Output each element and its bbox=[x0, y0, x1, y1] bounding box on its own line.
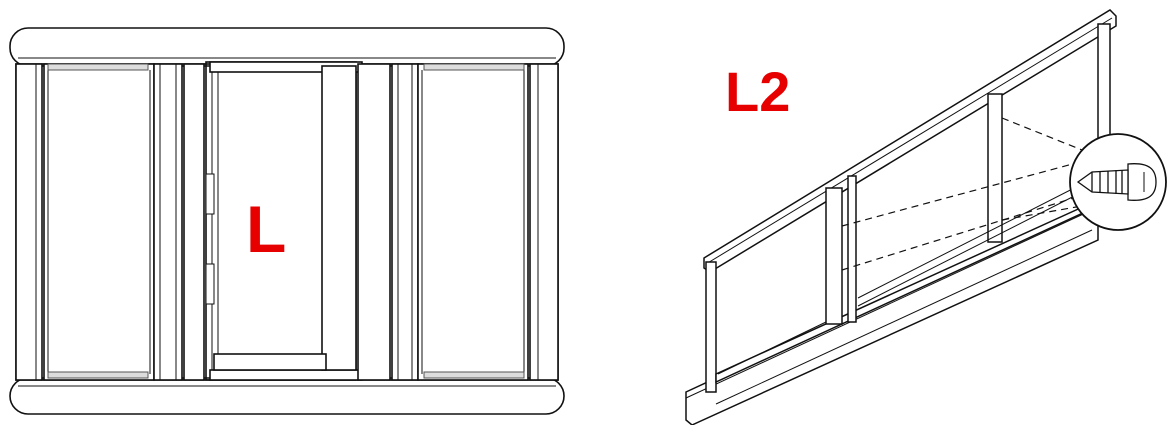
iso-left-post bbox=[705, 261, 717, 393]
right-stile bbox=[357, 63, 391, 381]
iso-top-rail bbox=[703, 9, 1117, 273]
leader-lines bbox=[841, 117, 1083, 271]
iso-mullion-1 bbox=[825, 187, 843, 325]
screw-detail bbox=[1069, 133, 1167, 231]
iso-mullion-2 bbox=[987, 93, 1003, 243]
left-panel bbox=[43, 63, 155, 381]
front-view-label: L bbox=[246, 192, 287, 266]
bottom-rail bbox=[9, 377, 565, 415]
top-rail bbox=[9, 27, 565, 67]
right-jamb bbox=[529, 63, 559, 381]
screw-icon bbox=[1076, 163, 1157, 201]
front-view-frame bbox=[9, 27, 565, 415]
door-leaf bbox=[321, 65, 357, 371]
left-jamb bbox=[15, 63, 43, 381]
center-opening-post bbox=[183, 63, 205, 381]
iso-view bbox=[685, 9, 1117, 425]
iso-view-label: L2 bbox=[725, 60, 791, 123]
left-stile bbox=[153, 63, 183, 381]
seal-hatching bbox=[47, 63, 525, 379]
right-panel bbox=[417, 63, 529, 381]
